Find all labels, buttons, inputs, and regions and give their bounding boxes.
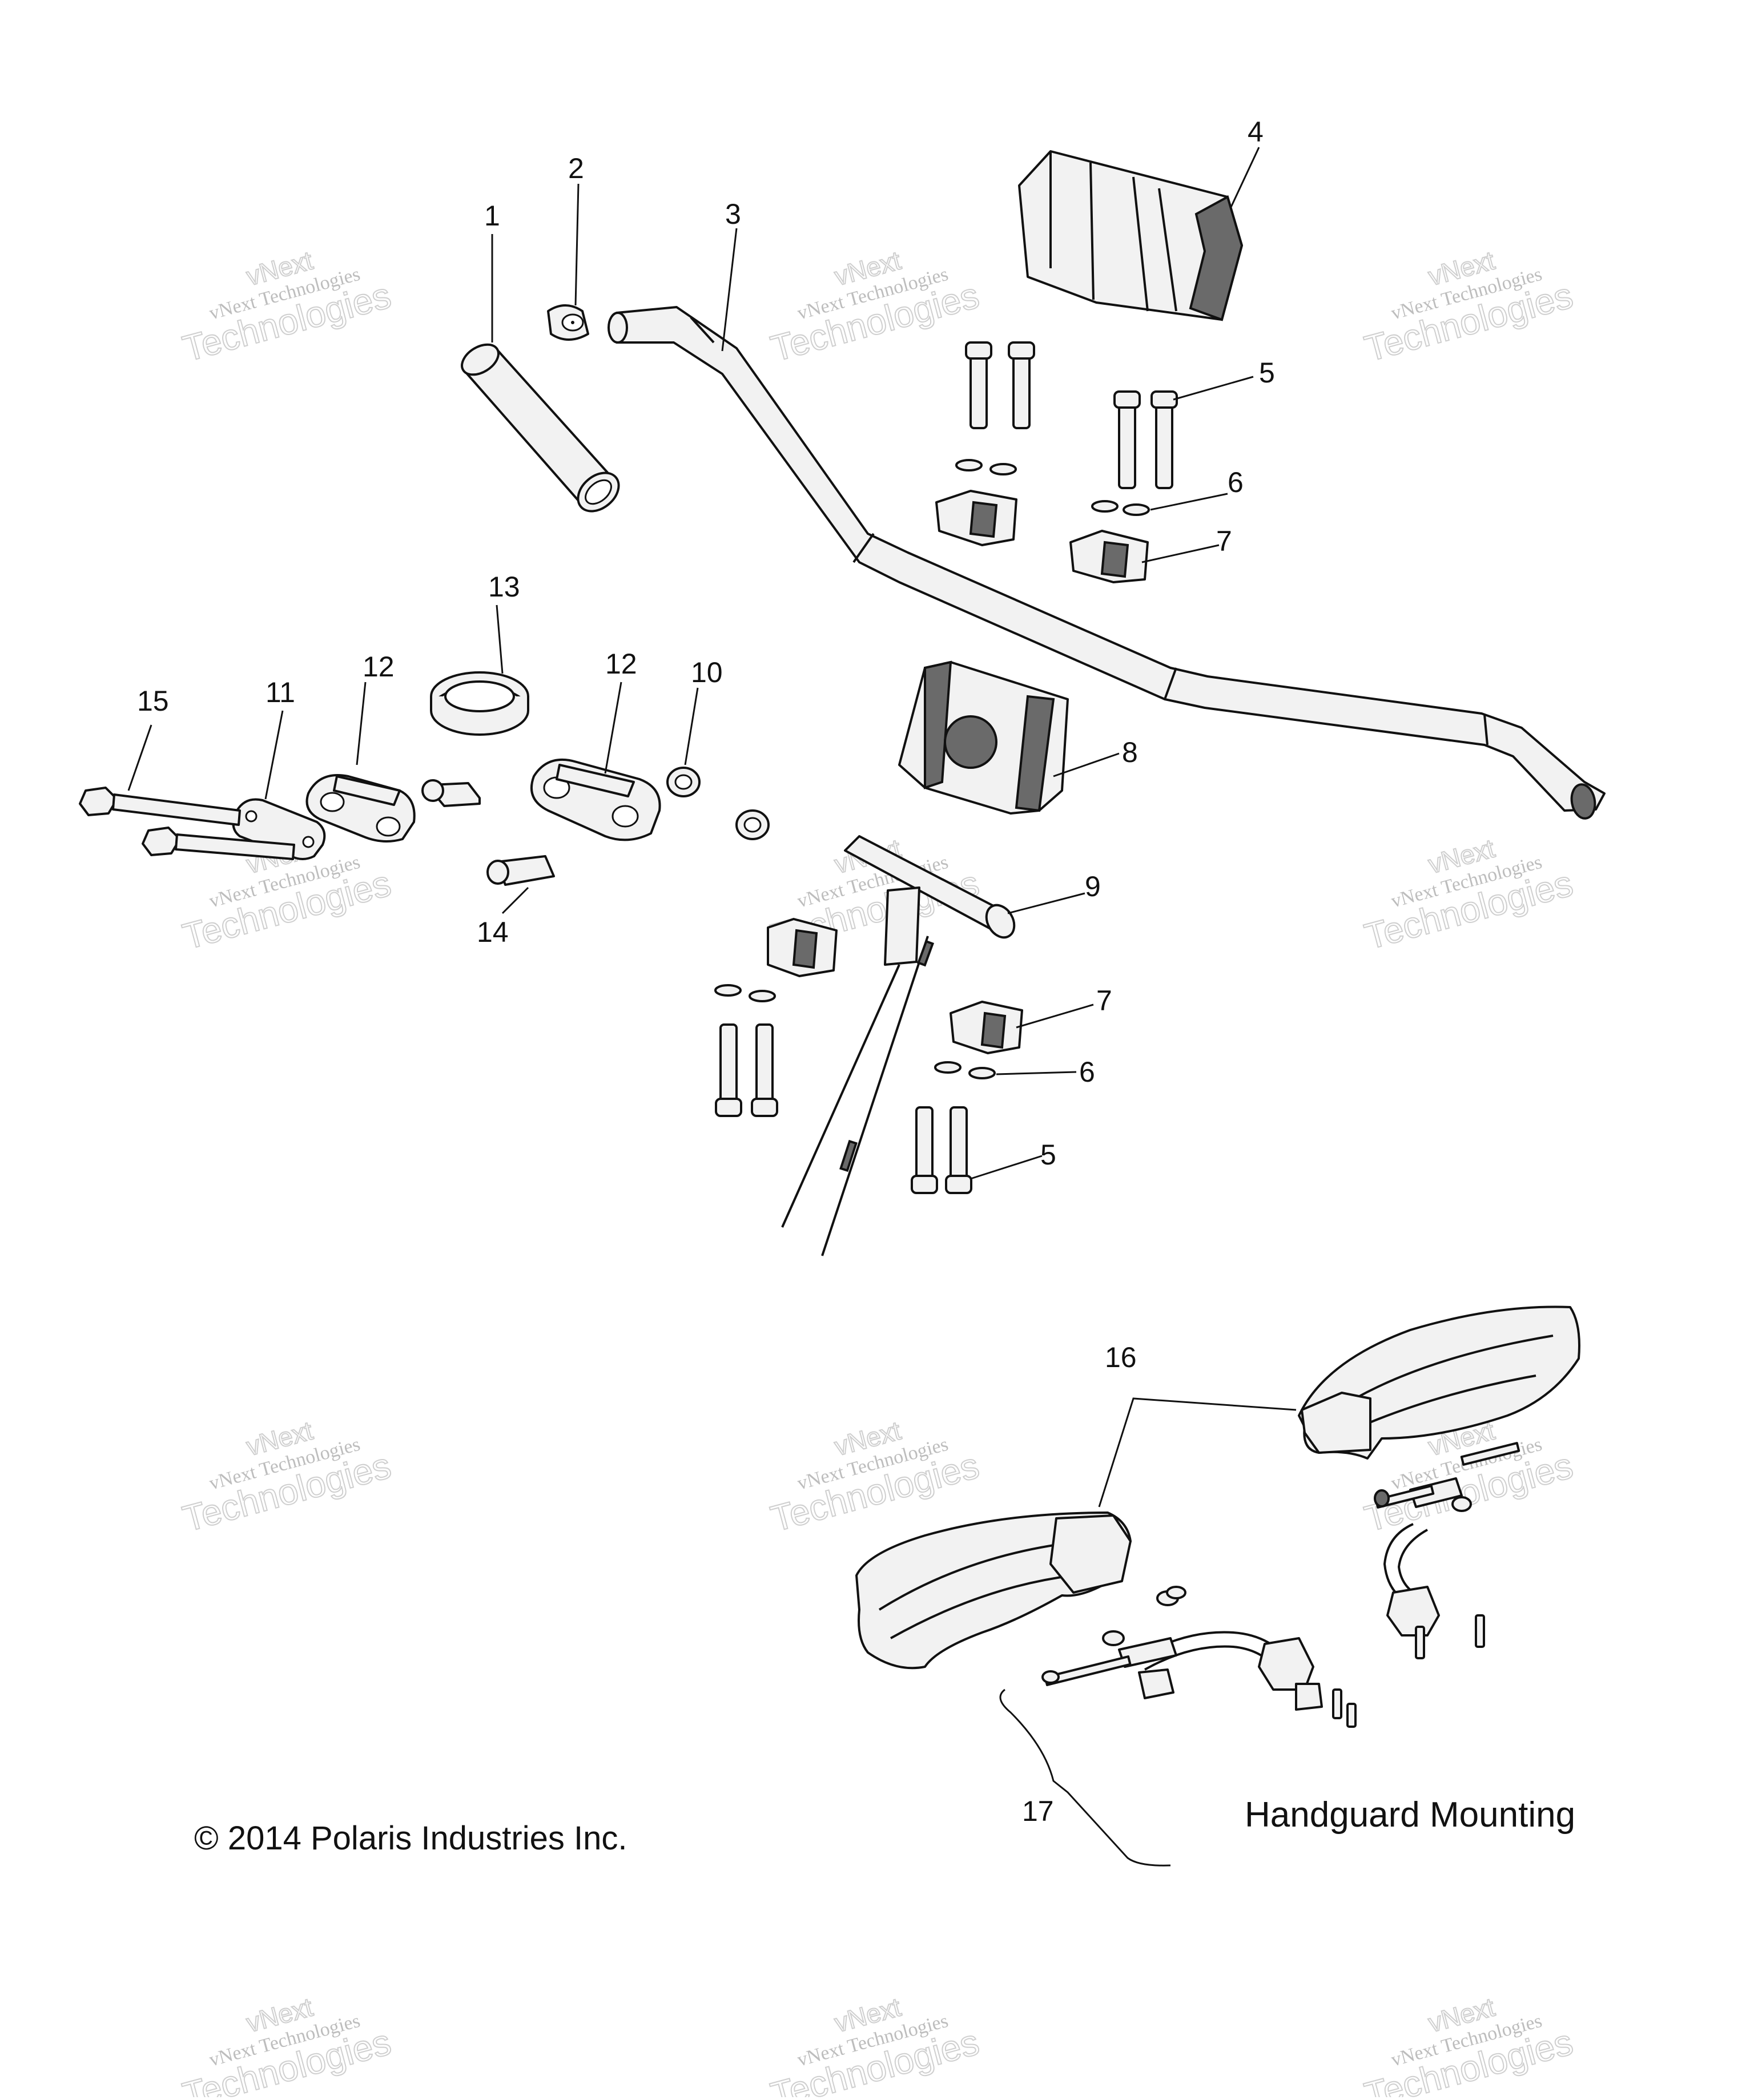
part-clamp-cap-left[interactable] [305,774,416,843]
watermark-10: vNext vNext Technologies Technologies [178,1992,396,2100]
part-bolts-upper[interactable] [965,341,1178,489]
leader-2 [574,183,580,306]
part-handguard-hardware[interactable] [1041,1442,1520,1728]
part-clamps-lower[interactable] [767,918,1023,1054]
watermark-1: vNext vNext Technologies Technologies [178,245,396,370]
leader-3 [721,228,738,352]
leader-9 [1007,892,1085,914]
leader-8 [1053,752,1120,777]
callout-13: 13 [488,571,520,603]
leader-5a [1173,376,1254,401]
leader-16 [1098,1397,1297,1508]
leader-12b [604,682,622,774]
leader-15 [127,724,152,791]
callout-16: 16 [1105,1341,1137,1373]
callout-5a: 5 [1259,357,1275,389]
leader-14 [501,886,529,914]
copyright-text: © 2014 Polaris Industries Inc. [194,1820,627,1857]
part-clamps-upper[interactable] [935,490,1149,583]
part-riser-block[interactable] [898,660,1069,815]
part-bearing-ring[interactable] [430,671,529,736]
callout-5b: 5 [1040,1139,1056,1171]
callout-6b: 6 [1079,1056,1095,1088]
leader-10 [684,687,699,765]
part-handlebar-pad[interactable] [1018,150,1244,321]
leader-4 [1229,147,1260,209]
leader-13 [496,604,504,674]
part-plate[interactable] [232,798,326,860]
part-handguard-left[interactable] [855,1511,1132,1670]
leader-6a [1150,493,1228,511]
callout-12b: 12 [605,648,637,680]
part-grip[interactable] [457,338,626,519]
watermark-8: vNext vNext Technologies Technologies [766,1415,984,1540]
part-washers-upper[interactable] [955,459,1150,516]
callout-15: 15 [137,685,169,717]
part-handguard-right[interactable] [1298,1305,1580,1460]
callout-8: 8 [1122,736,1138,768]
callout-9: 9 [1085,870,1101,902]
callout-11: 11 [265,676,295,708]
leader-7b [1016,1003,1094,1029]
leader-6b [996,1071,1077,1075]
callout-7a: 7 [1216,525,1232,557]
callout-14: 14 [477,916,509,948]
part-bolts-lower[interactable] [715,1023,972,1194]
watermark-12: vNext vNext Technologies Technologies [1360,1992,1578,2100]
callout-6a: 6 [1228,466,1244,498]
part-handlebar[interactable] [608,306,1606,820]
leader-12a [356,682,367,765]
leader-7a [1141,544,1220,563]
callout-3: 3 [725,198,741,230]
callout-4: 4 [1248,116,1264,148]
part-bushing-right[interactable] [666,767,770,840]
callout-7b: 7 [1096,985,1112,1017]
watermark-3: vNext vNext Technologies Technologies [1360,245,1578,370]
watermark-11: vNext vNext Technologies Technologies [766,1992,984,2100]
callout-1: 1 [484,200,500,232]
watermark-6: vNext vNext Technologies Technologies [1360,833,1578,958]
callout-12a: 12 [363,651,395,683]
leader-17 [999,1688,1171,1867]
leader-5b [970,1155,1043,1180]
part-flange-bolts[interactable] [79,787,295,860]
watermark-2: vNext vNext Technologies Technologies [766,245,984,370]
part-mount-bracket[interactable] [781,835,1020,1256]
callout-17: 17 [1022,1795,1054,1827]
part-clamp-cap-right[interactable] [530,758,661,841]
leader-11 [264,710,284,800]
part-washers-lower[interactable] [714,984,996,1079]
handguard-mounting-caption: Handguard Mounting [1245,1795,1575,1835]
part-end-cap[interactable] [547,304,589,341]
callout-10: 10 [691,656,723,688]
callout-2: 2 [568,152,584,184]
part-spacer-tubes[interactable] [421,779,555,886]
watermark-7: vNext vNext Technologies Technologies [178,1415,396,1540]
